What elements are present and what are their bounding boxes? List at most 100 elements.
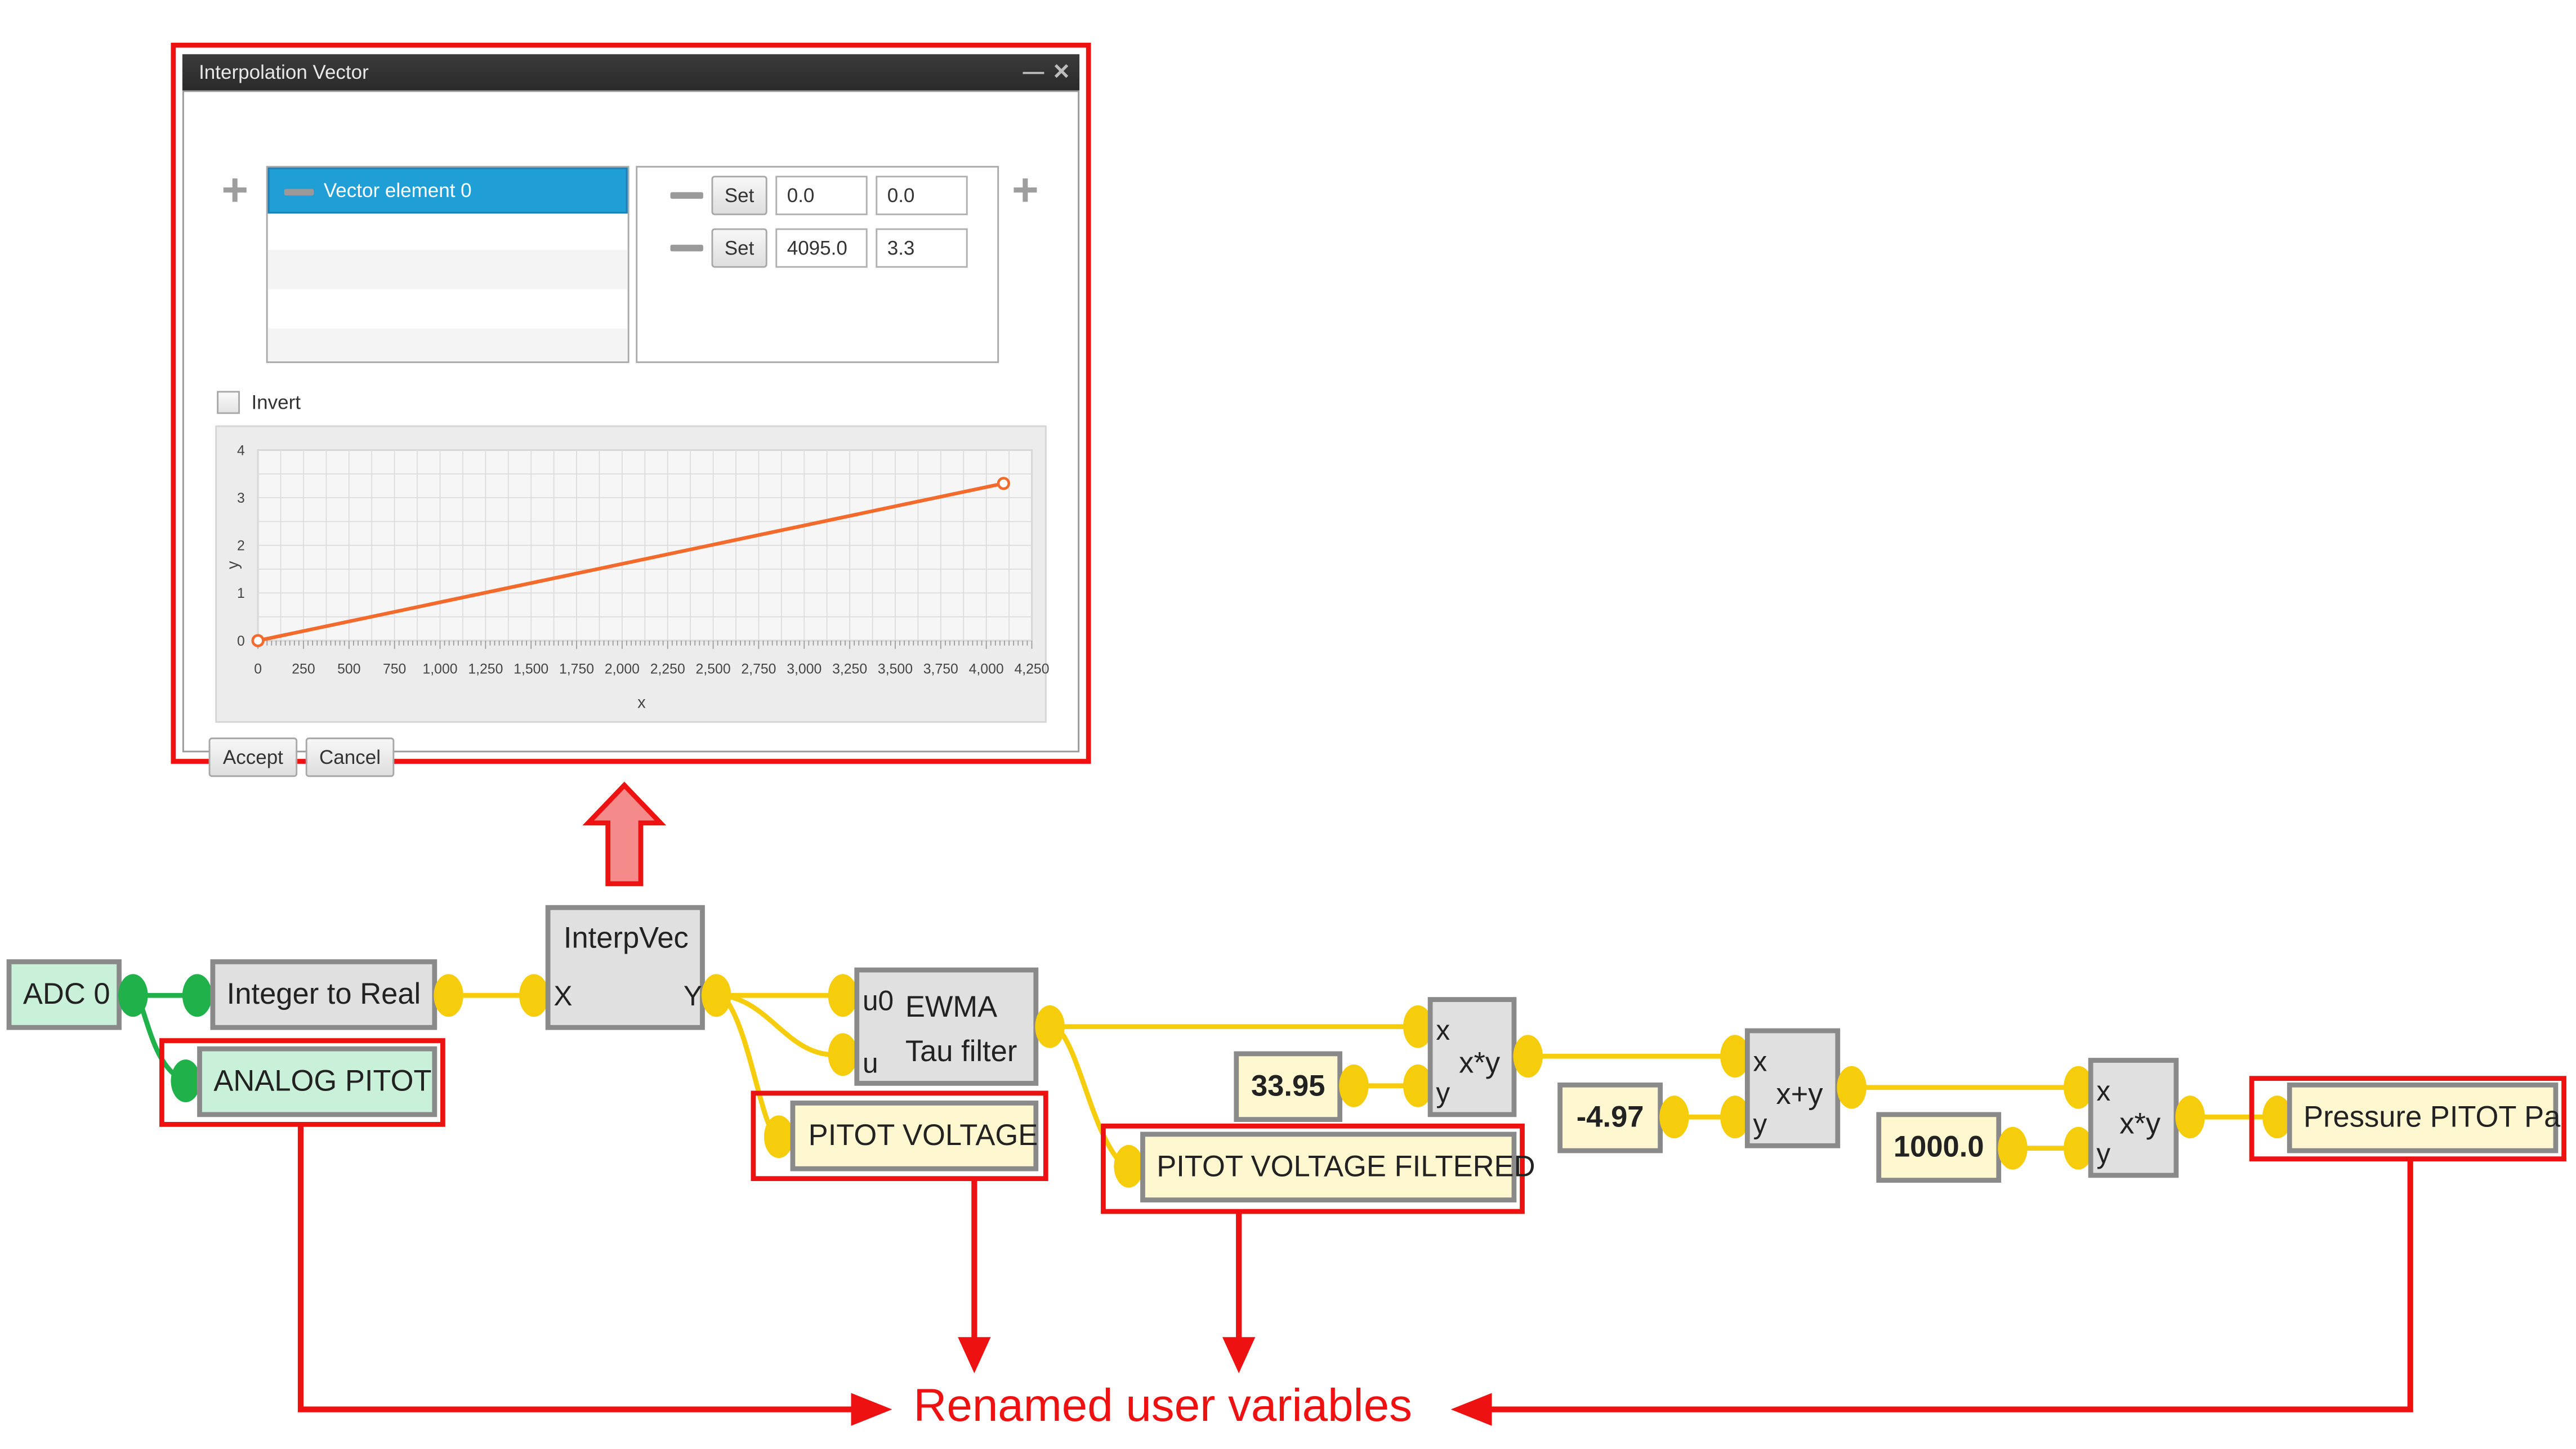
vector-element-list[interactable]: Vector element 0 (266, 166, 630, 363)
analog-pitot-block[interactable]: ANALOG PITOT (197, 1046, 437, 1117)
invert-checkbox[interactable] (217, 391, 240, 414)
mul2-y-port[interactable] (2064, 1126, 2093, 1170)
pitot-voltage-label: PITOT VOLTAGE (808, 1119, 1038, 1152)
y-tick-label: 1 (237, 586, 245, 601)
minimize-icon[interactable]: — (1023, 59, 1044, 84)
add-y-port[interactable] (1720, 1095, 1750, 1139)
analog-pitot-label: ANALOG PITOT (213, 1064, 432, 1098)
accept-button[interactable]: Accept (208, 737, 298, 777)
x-tick-label: 500 (337, 661, 360, 677)
interp-out-port[interactable] (701, 974, 731, 1017)
ewma-title: EWMA (905, 990, 998, 1023)
int-out-port[interactable] (434, 974, 463, 1017)
x-tick-label: 4,250 (1014, 661, 1049, 677)
set-button[interactable]: Set (711, 176, 767, 216)
list-item[interactable]: Vector element 0 (267, 167, 628, 214)
ewma-subtitle: Tau filter (905, 1035, 1017, 1068)
arrowhead-down-icon (958, 1337, 991, 1374)
y-value-field[interactable] (876, 228, 968, 268)
const-value: -4.97 (1576, 1101, 1644, 1134)
wire-interp-to-ewma-u (722, 992, 842, 1058)
integer-to-real-block[interactable]: Integer to Real (210, 959, 437, 1030)
mul1-y-label: y (1436, 1077, 1450, 1109)
y-value-field[interactable] (876, 176, 968, 216)
interpolation-vector-dialog: Interpolation Vector — ✕ + Vector elemen… (182, 54, 1080, 777)
arrowhead-down-icon (1222, 1337, 1256, 1374)
filtered-in-port[interactable] (1114, 1144, 1144, 1188)
multiply-block[interactable]: x y x*y (1427, 997, 1517, 1117)
x-tick-label: 3,250 (832, 661, 867, 677)
ewma-u-port[interactable] (828, 1033, 858, 1076)
mul2-x-label: x (2096, 1076, 2111, 1107)
ewma-out-port[interactable] (1035, 1005, 1065, 1048)
add-row-icon[interactable]: + (1011, 164, 1039, 216)
add-block[interactable]: x y x+y (1744, 1028, 1841, 1148)
x-tick-label: 2,000 (605, 661, 640, 677)
const-out-port[interactable] (1659, 1095, 1689, 1139)
x-tick-label: 2,750 (741, 661, 776, 677)
x-tick-label: 0 (254, 661, 262, 677)
dialog-titlebar[interactable]: Interpolation Vector (182, 54, 1080, 91)
const-block[interactable]: 33.95 (1234, 1051, 1343, 1122)
add-element-icon[interactable]: + (221, 164, 249, 216)
vector-values-panel: Set Set (636, 166, 999, 363)
add-out-port[interactable] (1837, 1066, 1867, 1109)
ewma-block[interactable]: u0 u EWMA Tau filter (854, 967, 1039, 1086)
y-tick-label: 0 (237, 634, 245, 649)
pressure-highlight (2249, 1076, 2566, 1162)
pressure-in-port[interactable] (2262, 1095, 2292, 1139)
const-value: 1000.0 (1893, 1130, 1984, 1163)
adc-block[interactable]: ADC 0 (6, 959, 122, 1030)
remove-row-icon[interactable] (670, 244, 703, 252)
x-value-field[interactable] (775, 228, 868, 268)
remove-row-icon[interactable] (670, 192, 703, 199)
x-tick-label: 3,750 (923, 661, 958, 677)
mul1-out-port[interactable] (1513, 1035, 1543, 1078)
up-arrow-icon (582, 781, 667, 887)
pitot-voltage-filtered-block[interactable]: PITOT VOLTAGE FILTERED (1140, 1132, 1535, 1202)
x-value-field[interactable] (775, 176, 868, 216)
const-out-port[interactable] (1339, 1064, 1369, 1107)
const-block[interactable]: 1000.0 (1876, 1112, 2002, 1183)
x-tick-label: 1,000 (422, 661, 457, 677)
ewma-u0-port[interactable] (828, 974, 858, 1017)
interp-in-port[interactable] (519, 974, 549, 1017)
adc-out-port[interactable] (118, 974, 148, 1017)
x-tick-label: 2,500 (696, 661, 731, 677)
y-tick-label: 3 (237, 491, 245, 506)
const-out-port[interactable] (1998, 1126, 2028, 1170)
mul2-out-port[interactable] (2175, 1095, 2205, 1139)
x-axis-label: x (637, 694, 646, 712)
const-block[interactable]: -4.97 (1557, 1082, 1663, 1153)
analog-pitot-in-port[interactable] (171, 1059, 200, 1102)
set-button[interactable]: Set (711, 228, 767, 268)
interpvec-out-label: Y (683, 981, 702, 1012)
x-tick-label: 2,250 (650, 661, 685, 677)
add-y-label: y (1753, 1108, 1767, 1141)
series-point (997, 477, 1011, 490)
close-icon[interactable]: ✕ (1052, 59, 1070, 84)
list-item-label: Vector element 0 (323, 179, 472, 202)
remove-element-icon[interactable] (284, 189, 314, 196)
adc-label: ADC 0 (23, 977, 110, 1010)
integer-to-real-label: Integer to Real (226, 977, 421, 1010)
pitot-voltage-block[interactable]: PITOT VOLTAGE (790, 1101, 1039, 1171)
ewma-u-label: u (862, 1048, 878, 1080)
const-value: 33.95 (1251, 1069, 1325, 1102)
pitot-voltage-highlight (751, 1090, 1048, 1182)
mul2-x-port[interactable] (2064, 1066, 2093, 1109)
pressure-pitot-block[interactable]: Pressure PITOT Pa (2287, 1082, 2561, 1153)
multiply-block[interactable]: x y x*y (2088, 1058, 2179, 1178)
cancel-button[interactable]: Cancel (305, 737, 395, 777)
pitot-voltage-filtered-label: PITOT VOLTAGE FILTERED (1157, 1150, 1535, 1183)
pitot-voltage-in-port[interactable] (764, 1115, 794, 1159)
x-tick-label: 3,000 (787, 661, 822, 677)
interpvec-block[interactable]: InterpVec X Y (545, 905, 705, 1030)
int-in-port[interactable] (182, 974, 212, 1017)
invert-label: Invert (251, 391, 301, 414)
series-line (257, 481, 1004, 643)
add-x-port[interactable] (1720, 1035, 1750, 1078)
pressure-pitot-label: Pressure PITOT Pa (2303, 1101, 2561, 1134)
